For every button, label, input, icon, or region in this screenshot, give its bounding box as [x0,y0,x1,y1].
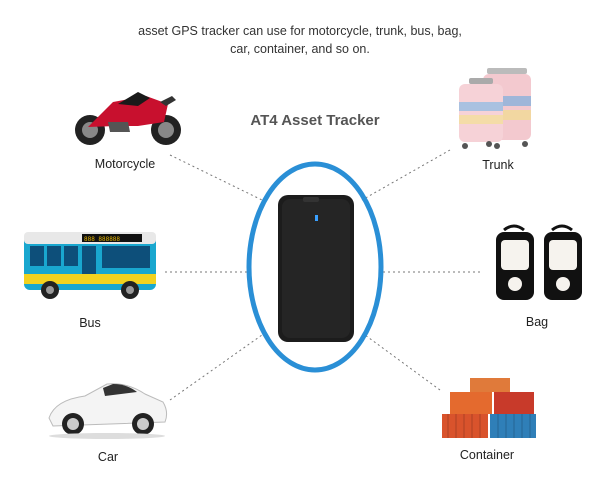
product-title: AT4 Asset Tracker [250,112,380,129]
connector-car [169,334,263,401]
connector-trunk [361,149,451,201]
label-bus: Bus [79,316,101,330]
bus-icon: 888 888888 [24,232,156,299]
label-trunk: Trunk [482,158,514,172]
car-icon [48,383,168,439]
label-motorcycle: Motorcycle [94,157,156,171]
motorcycle-icon [75,92,181,145]
label-container: Container [459,448,515,462]
connector-container [364,334,441,391]
header-caption: asset GPS tracker can use for motorcycle… [120,22,480,58]
label-bag: Bag [525,315,549,329]
luggage-icon [459,68,531,149]
label-car: Car [97,450,119,464]
shipping-container-icon [442,378,536,438]
connector-motorcycle [169,154,263,201]
gps-tracker-device [246,161,384,373]
caption-line-2: car, container, and so on. [230,42,370,56]
svg-text:888 888888: 888 888888 [84,236,120,243]
backpack-icon [496,224,582,300]
caption-line-1: asset GPS tracker can use for motorcycle… [138,24,462,38]
